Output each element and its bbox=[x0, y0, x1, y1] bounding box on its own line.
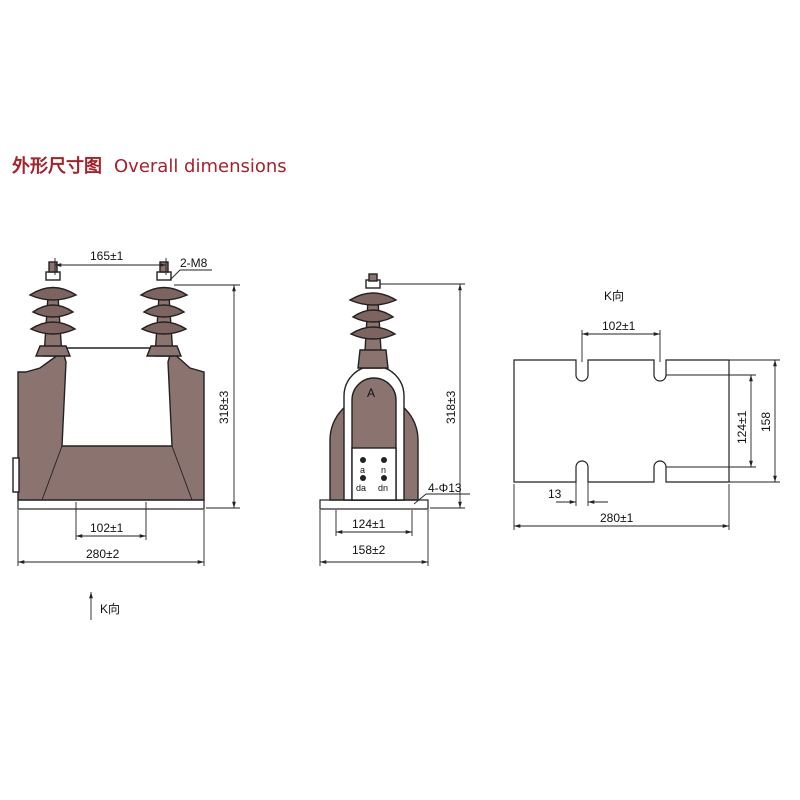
front-dim-inner: 102±1 bbox=[90, 521, 124, 535]
side-view: A a n da dn 318±3 4-Φ13 bbox=[319, 273, 470, 566]
plan-dim-top: 102±1 bbox=[602, 319, 636, 333]
terminal-da-label: da bbox=[356, 483, 366, 493]
side-terminal-panel bbox=[351, 447, 397, 501]
front-dim-bottom: 280±2 bbox=[86, 547, 120, 561]
terminal-n-label: n bbox=[381, 465, 386, 475]
side-dim-height: 318±3 bbox=[444, 390, 458, 424]
plan-dim-slot: 13 bbox=[548, 487, 562, 501]
side-dim-bottom: 158±2 bbox=[352, 543, 386, 557]
terminal-dn-dot bbox=[381, 475, 387, 481]
plan-view: K向 102±1 124±1 158 13 280±1 bbox=[513, 288, 780, 530]
terminal-n-dot bbox=[381, 457, 387, 463]
side-dim-inner: 124±1 bbox=[352, 517, 386, 531]
title-english: Overall dimensions bbox=[114, 156, 287, 177]
front-view: 165±1 2-M8 318±3 102±1 280±2 K向 bbox=[12, 249, 240, 620]
plan-direction-label: K向 bbox=[604, 288, 624, 303]
terminal-a-label: a bbox=[360, 465, 365, 475]
front-dim-height: 318±3 bbox=[217, 390, 231, 424]
plan-dim-height: 158 bbox=[759, 412, 773, 432]
terminal-dn-label: dn bbox=[378, 483, 388, 493]
side-dim-holes: 4-Φ13 bbox=[428, 481, 462, 495]
front-dim-top: 165±1 bbox=[90, 249, 124, 263]
front-side-box bbox=[12, 457, 20, 493]
front-base-plate bbox=[17, 499, 205, 510]
plan-outline bbox=[513, 359, 730, 483]
side-mark-a: A bbox=[367, 386, 375, 400]
drawing-title: 外形尺寸图 Overall dimensions bbox=[12, 152, 287, 178]
front-insulator-right bbox=[139, 261, 189, 357]
side-base-plate bbox=[319, 499, 429, 510]
front-direction-label: K向 bbox=[100, 601, 120, 616]
front-dim-bolt: 2-M8 bbox=[180, 256, 208, 270]
plan-dim-bottom: 280±1 bbox=[600, 511, 634, 525]
terminal-a-dot bbox=[360, 457, 366, 463]
side-insulator bbox=[348, 273, 398, 369]
terminal-da-dot bbox=[360, 475, 366, 481]
title-chinese: 外形尺寸图 bbox=[12, 156, 102, 177]
plan-dim-inner-height: 124±1 bbox=[735, 410, 749, 444]
front-core-window bbox=[61, 347, 173, 447]
front-insulator-left bbox=[28, 261, 78, 357]
